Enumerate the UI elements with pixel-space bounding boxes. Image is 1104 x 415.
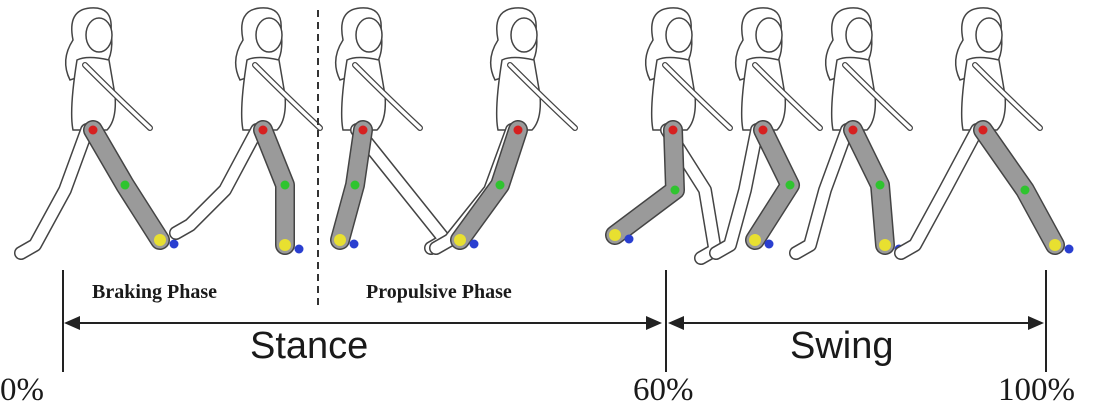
stance-arrowhead-left: [64, 316, 80, 330]
swing-arrowhead-right: [1028, 316, 1044, 330]
stance-arrowhead-right: [646, 316, 662, 330]
propulsive-phase-label: Propulsive Phase: [366, 281, 512, 304]
percent-0-label: 0%: [0, 372, 44, 409]
braking-phase-label: Braking Phase: [92, 281, 217, 304]
swing-arrowhead-left: [668, 316, 684, 330]
swing-label: Swing: [790, 325, 894, 368]
percent-100-label: 100%: [998, 372, 1075, 409]
stance-label: Stance: [250, 325, 368, 368]
percent-60-label: 60%: [633, 372, 694, 409]
